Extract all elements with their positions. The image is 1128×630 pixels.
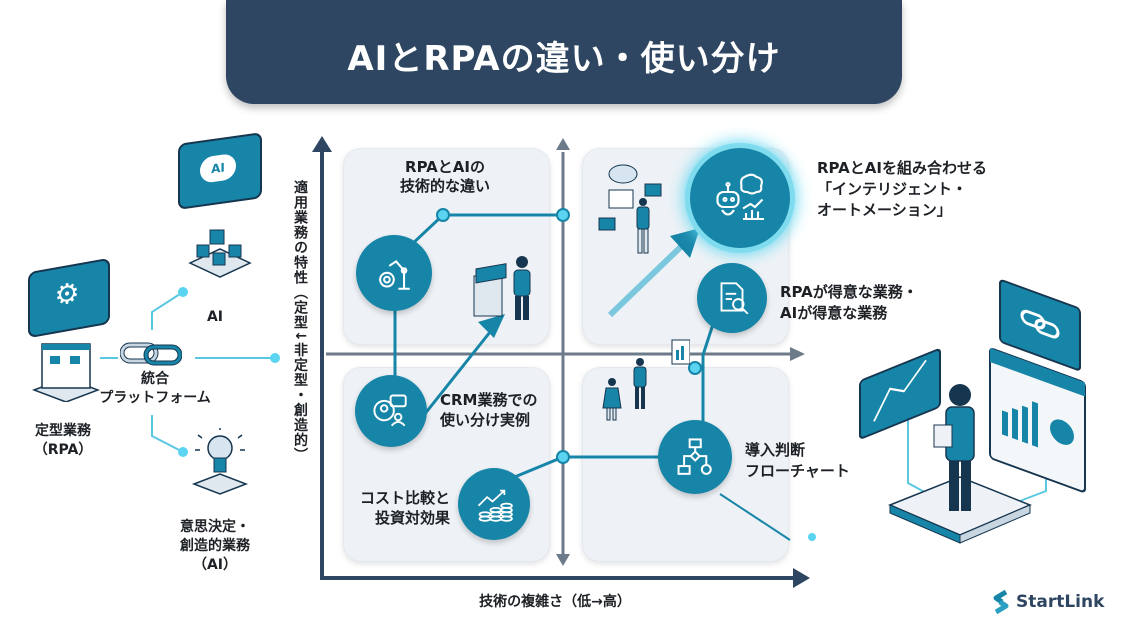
rpa-label: 定型業務 （RPA） <box>33 423 93 458</box>
coins-growth-icon <box>458 468 530 540</box>
x-axis-label: 技術の複雑さ（低→高） <box>479 594 631 610</box>
strengths-label: RPAが得意な業務・ AIが得意な業務 <box>780 283 918 322</box>
line-integration-decision <box>151 415 184 453</box>
ai-speech-bubble: AI <box>178 132 262 210</box>
node-decision <box>178 447 188 457</box>
team-presentation-illustration <box>590 330 691 422</box>
title-banner: AIとRPAの違い・使い分け <box>226 0 902 104</box>
y-axis-arrow <box>312 136 332 152</box>
y-axis-label: 適用業務の特性（定型↓非定型・創造的） <box>292 180 308 463</box>
intelligent-automation-label: RPAとAIを組み合わせる 「インテリジェント・ オートメーション」 <box>817 159 987 219</box>
line-integration-ai <box>151 291 184 330</box>
integration-label: 統合 プラットフォーム <box>99 371 211 406</box>
ai-cloud-icon: AI <box>200 152 236 184</box>
flowchart-icon <box>658 420 732 494</box>
businessman-dashboard-illustration <box>850 245 1100 545</box>
link-chain-icon <box>119 340 183 368</box>
quadrant-top-left-title: RPAとAIの 技術的な違い <box>399 158 490 195</box>
page-title: AIとRPAの違い・使い分け <box>347 38 781 79</box>
ai-label: AI <box>206 309 224 325</box>
decision-label: 意思決定・ 創造的業務 （AI） <box>180 519 250 573</box>
flowchart-label: 導入判断 フローチャート <box>745 441 850 480</box>
node-ai <box>178 287 188 297</box>
x-axis-arrow <box>793 568 810 588</box>
woman-cloud-illustration <box>595 162 670 262</box>
gear-icon: ⚙ <box>54 275 80 313</box>
crm-label: CRM業務での 使い分け実例 <box>440 391 538 429</box>
node-axis <box>270 353 280 363</box>
cost-label: コスト比較と 投資対効果 <box>359 489 450 527</box>
logo-text: StartLink <box>1016 592 1105 612</box>
intelligent-automation-icon <box>690 148 790 248</box>
document-search-icon <box>697 263 767 333</box>
operator-terminal-illustration <box>470 248 540 328</box>
startlink-logo: StartLink <box>990 590 1104 614</box>
robot-arm-gear-icon <box>356 235 432 311</box>
lightbulb-icon <box>190 426 250 498</box>
startlink-logo-icon <box>993 590 1009 614</box>
ai-blocks-icon <box>185 225 255 278</box>
rpa-workflow-icon <box>31 342 101 403</box>
crm-chat-user-icon <box>355 375 427 447</box>
